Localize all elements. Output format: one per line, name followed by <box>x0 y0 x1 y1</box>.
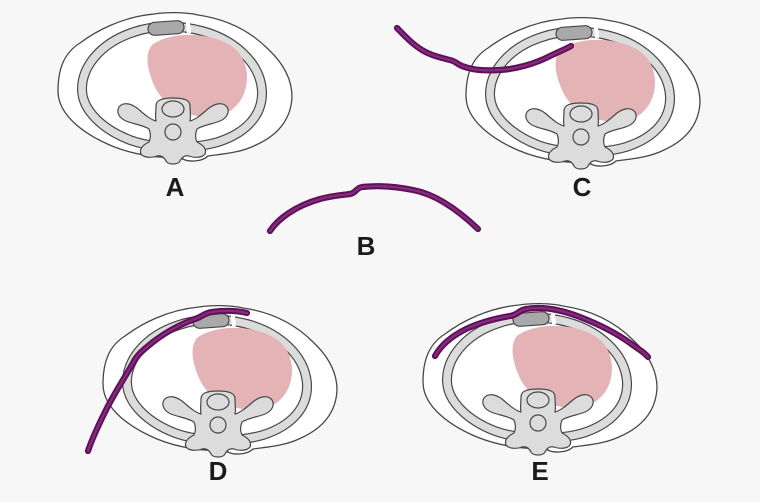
bar-final-position-e-highlight <box>433 306 650 359</box>
thorax-diagram-c <box>466 18 700 169</box>
figure-label-a: A <box>166 172 185 202</box>
figure-label-e: E <box>531 456 548 486</box>
bar-partially-placed-d-highlight <box>86 309 249 453</box>
thorax-diagram-e <box>423 304 657 455</box>
bar-standalone-b <box>266 183 482 235</box>
figure-label-d: D <box>209 456 228 486</box>
bar-inserting-c-highlight <box>395 26 573 72</box>
figure-label-c: C <box>573 172 592 202</box>
bar-standalone-b-highlight <box>268 185 480 233</box>
thorax-diagram-d <box>103 306 337 457</box>
thorax-diagram-a <box>58 13 292 164</box>
figure-label-b: B <box>357 231 376 261</box>
